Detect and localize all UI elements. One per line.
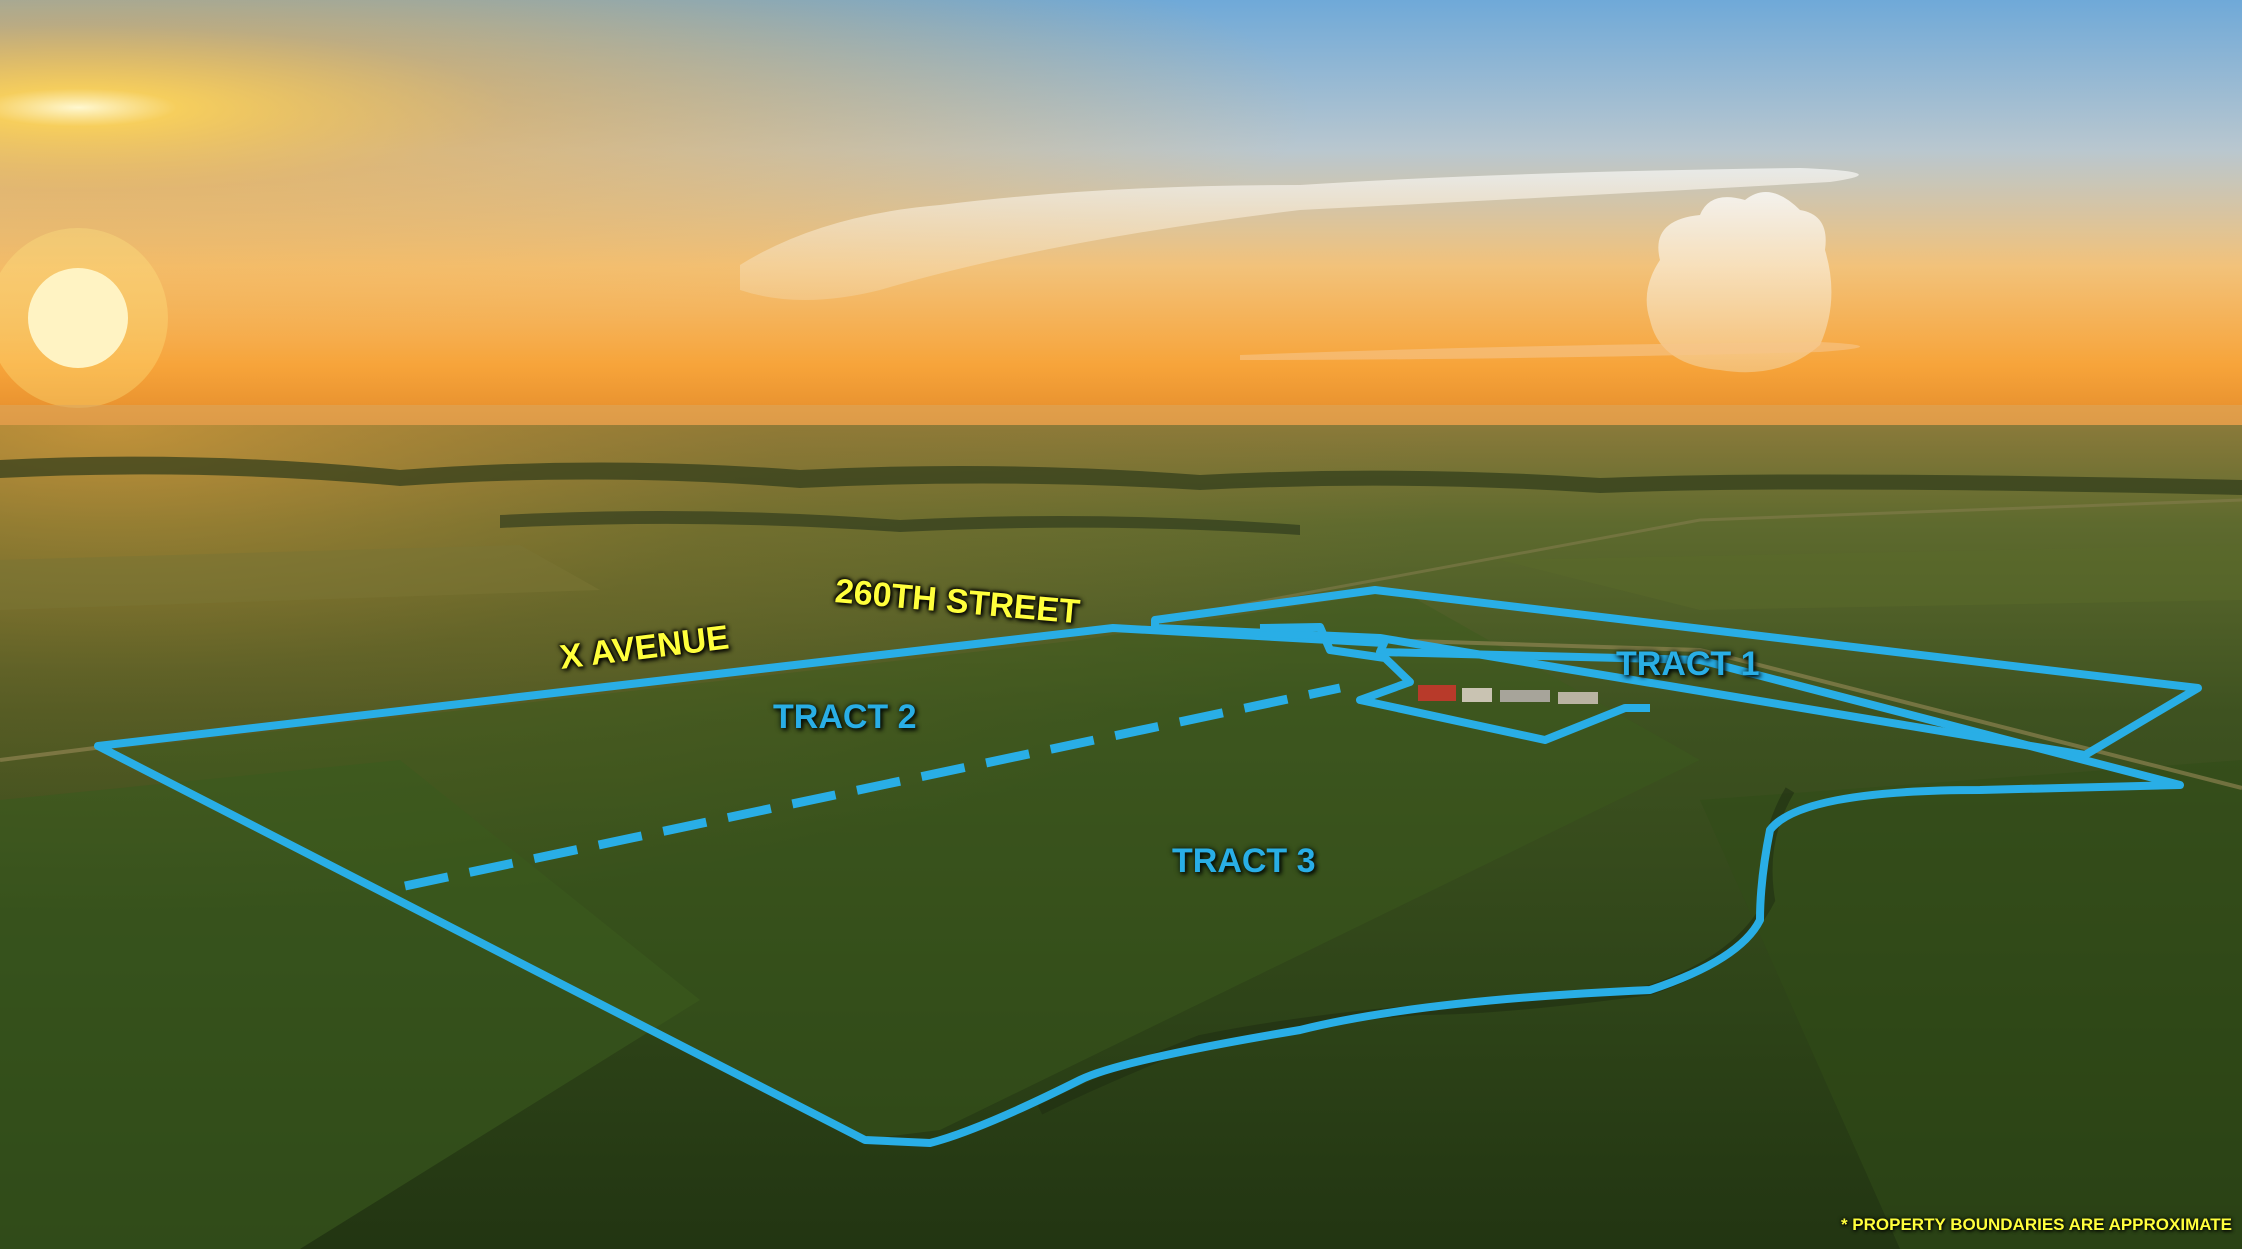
cumulus-cloud (1646, 192, 1832, 373)
tract-label-3: TRACT 3 (1172, 842, 1316, 880)
tract-label-2: TRACT 2 (773, 698, 917, 736)
cloud-streak (740, 168, 1859, 300)
boundary-tracts-2-3 (94, 624, 2184, 1147)
boundary-disclaimer: * PROPERTY BOUNDARIES ARE APPROXIMATE (1840, 1215, 2232, 1234)
boundary-tract-1 (1151, 586, 2202, 759)
tract-label-1: TRACT 1 (1616, 645, 1760, 683)
sun (28, 268, 128, 368)
boundary-farmstead-notch (1259, 623, 1650, 744)
barn (1418, 685, 1456, 701)
tract-divider-dashed (404, 683, 1341, 891)
